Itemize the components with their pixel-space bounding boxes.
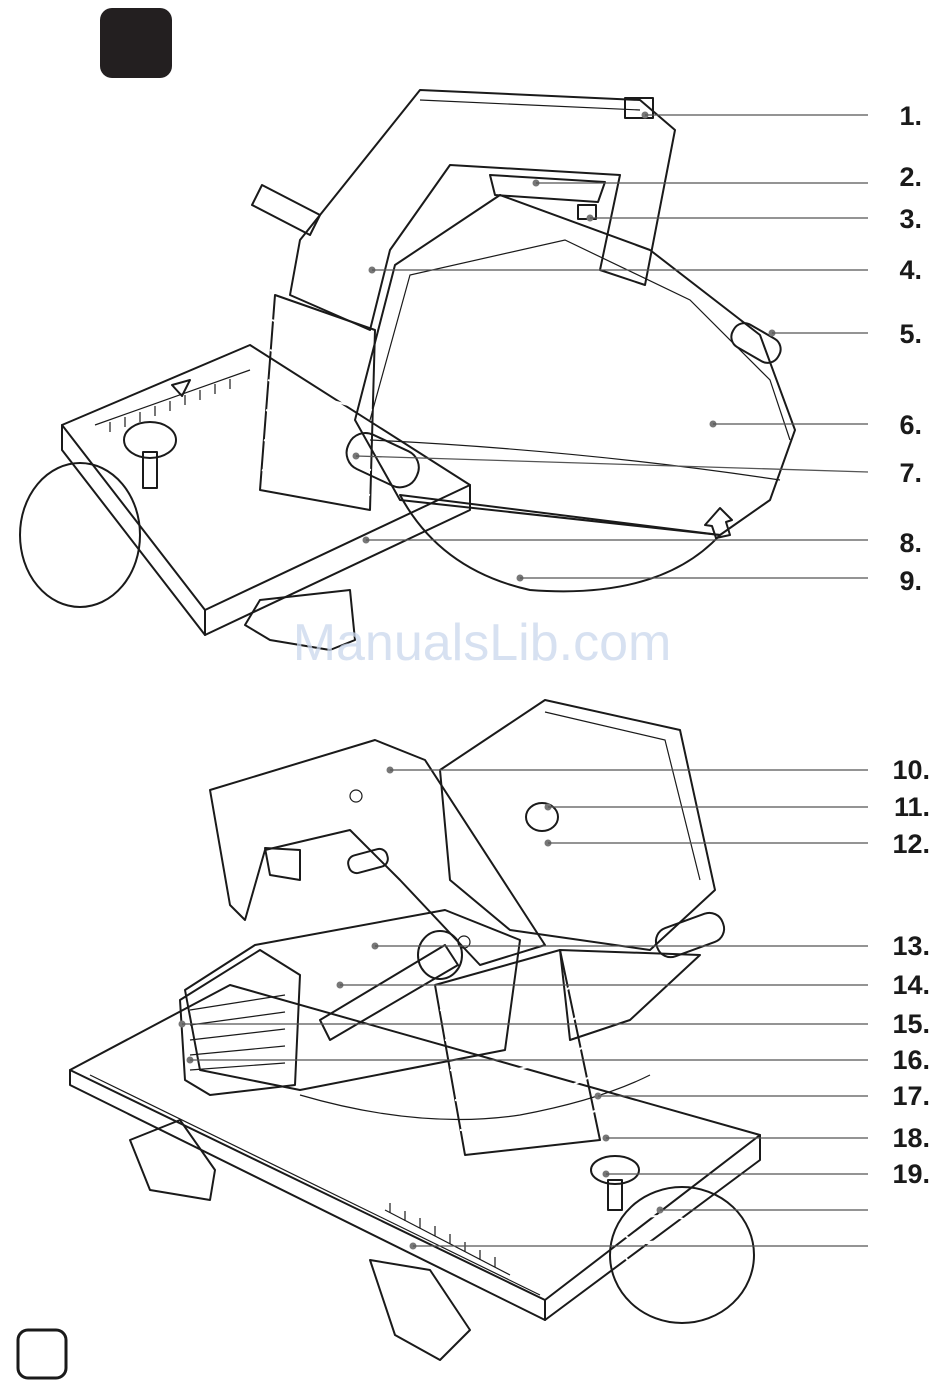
callout-12: 12. [892,829,930,859]
watermark: ManualsLib.com [293,614,672,672]
callout-10: 10. [892,755,930,785]
callout-17: 17. [892,1081,930,1111]
callout-13: 13. [892,931,930,961]
callout-15: 15. [892,1009,930,1039]
bellows-bottom [435,950,600,1155]
callout-18: 18. [892,1123,930,1153]
callout-11: 11. [894,792,930,822]
callout-8: 8. [899,528,922,558]
callout-1: 1. [899,101,922,131]
callout-2: 2. [899,162,922,192]
callout-5: 5. [899,319,922,349]
saw-illustration-top [20,90,795,650]
callout-6: 6. [899,410,922,440]
callout-7: 7. [899,458,922,488]
blade-guard-top [341,195,795,591]
callout-numbers-top: 1. 2. 3. 4. 5. 6. 7. 8. 9. [899,101,922,596]
page-marker-box [18,1330,66,1378]
callout-numbers-bottom: 10. 11. 12. 13. 14. 15. 16. 17. 18. 19. [892,755,930,1189]
leader-lines-top [353,112,869,582]
callout-3: 3. [899,204,922,234]
callout-14: 14. [892,970,930,1000]
callout-9: 9. [899,566,922,596]
leader-lines-bottom [179,767,869,1250]
bellows-top [260,295,375,510]
callout-4: 4. [899,255,922,285]
section-badge [100,8,172,78]
saw-illustration-bottom [70,700,760,1360]
callout-19: 19. [892,1159,930,1189]
callout-16: 16. [892,1045,930,1075]
